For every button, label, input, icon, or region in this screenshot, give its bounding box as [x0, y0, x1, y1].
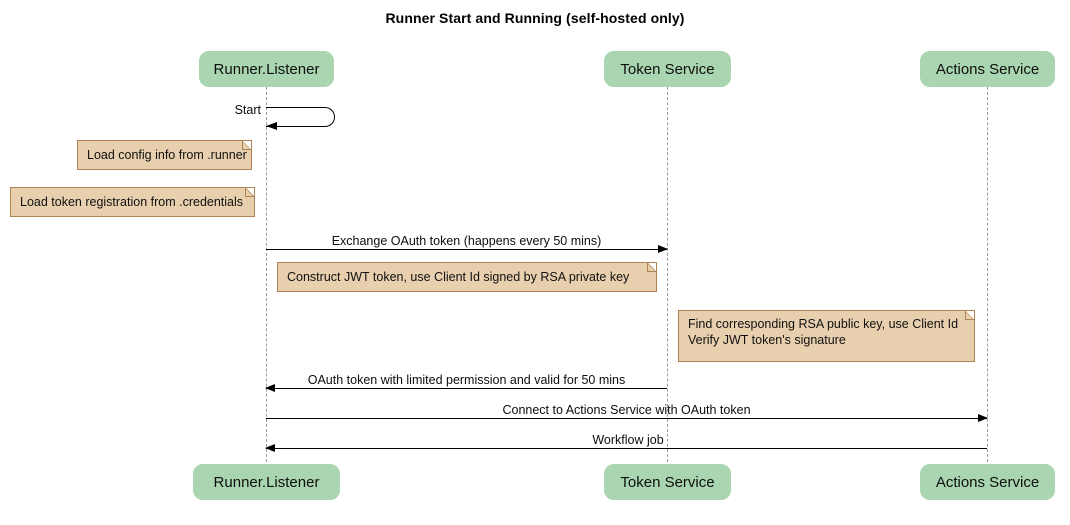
- self-call-start-arrowhead: [266, 122, 277, 130]
- participant-header-token-service[interactable]: Token Service: [604, 51, 731, 87]
- note-fold-corner-icon: [245, 188, 254, 197]
- note-load-config-info: Load config info from .runner: [77, 140, 252, 170]
- participant-header-runner-listener[interactable]: Runner.Listener: [199, 51, 334, 87]
- participant-label: Runner.Listener: [213, 60, 320, 78]
- note-text: Construct JWT token, use Client Id signe…: [287, 270, 630, 284]
- message-line-exchange-oauth-token: [266, 245, 668, 253]
- note-verify-jwt-signature: Find corresponding RSA public key, use C…: [678, 310, 975, 362]
- note-fold-corner-icon: [965, 311, 974, 320]
- participant-footer-runner-listener[interactable]: Runner.Listener: [193, 464, 340, 500]
- participant-label: Runner.Listener: [213, 473, 320, 491]
- participant-footer-actions-service[interactable]: Actions Service: [920, 464, 1055, 500]
- note-fold-corner-icon: [242, 141, 251, 150]
- note-text: Load config info from .runner: [87, 148, 247, 162]
- participant-label: Actions Service: [935, 473, 1040, 491]
- note-text: Load token registration from .credential…: [20, 195, 244, 209]
- arrowhead-right-icon: [978, 414, 988, 422]
- note-load-token-registration: Load token registration from .credential…: [10, 187, 255, 217]
- participant-label: Token Service: [620, 473, 715, 491]
- message-line-workflow-job: [265, 444, 987, 452]
- self-call-start-loop: [266, 107, 335, 127]
- diagram-title: Runner Start and Running (self-hosted on…: [385, 10, 685, 26]
- note-construct-jwt-token: Construct JWT token, use Client Id signe…: [277, 262, 657, 292]
- message-label-exchange-oauth-token: Exchange OAuth token (happens every 50 m…: [331, 234, 602, 248]
- message-label-oauth-token-response: OAuth token with limited permission and …: [307, 373, 626, 387]
- participant-footer-token-service[interactable]: Token Service: [604, 464, 731, 500]
- lifeline-actions: [987, 87, 988, 462]
- message-line-oauth-token-response: [265, 384, 667, 392]
- message-label-connect-to-actions-service: Connect to Actions Service with OAuth to…: [502, 403, 751, 417]
- arrowhead-left-icon: [265, 384, 275, 392]
- lifeline-runner: [266, 87, 267, 462]
- note-text-line-2: Verify JWT token's signature: [688, 333, 846, 347]
- participant-label: Actions Service: [935, 60, 1040, 78]
- participant-label: Token Service: [620, 60, 715, 78]
- message-label-workflow-job: Workflow job: [592, 433, 664, 447]
- lifeline-token: [667, 87, 668, 462]
- note-text-line-1: Find corresponding RSA public key, use C…: [688, 317, 959, 331]
- self-call-start-label: Start: [234, 103, 261, 117]
- arrowhead-right-icon: [658, 245, 668, 253]
- message-line-connect-to-actions-service: [266, 414, 988, 422]
- participant-header-actions-service[interactable]: Actions Service: [920, 51, 1055, 87]
- note-fold-corner-icon: [647, 263, 656, 272]
- arrowhead-left-icon: [265, 444, 275, 452]
